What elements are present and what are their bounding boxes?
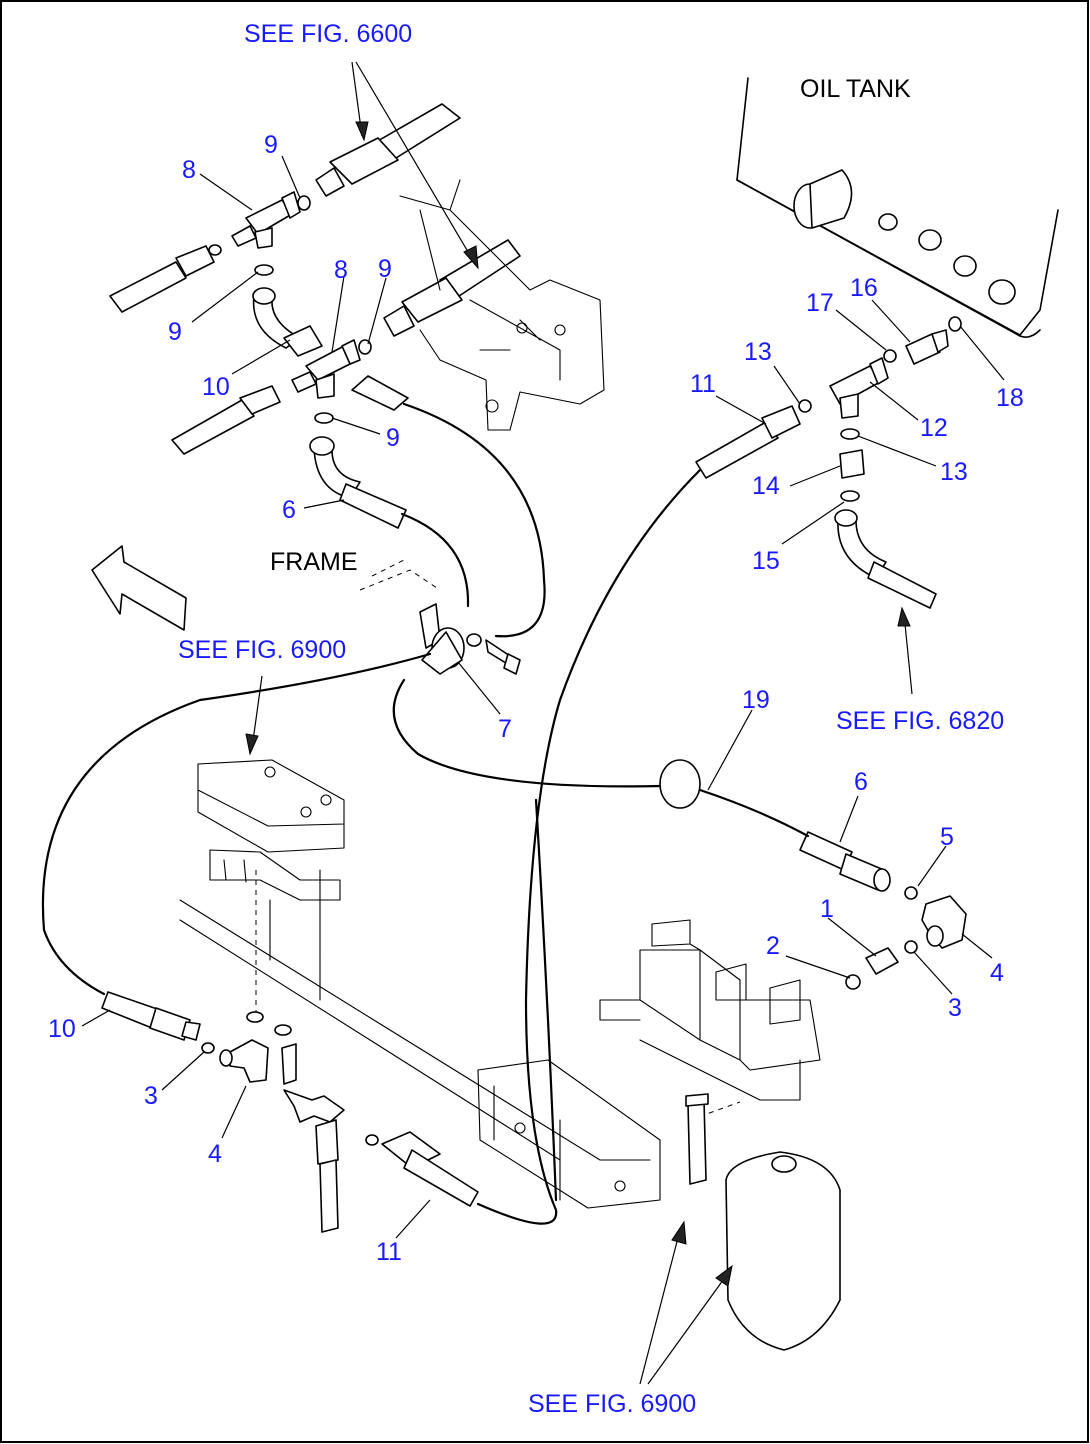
part-number-8: 8 bbox=[182, 156, 196, 184]
part-number-13: 13 bbox=[744, 338, 772, 366]
part-number-10: 10 bbox=[48, 1015, 76, 1043]
part-number-4: 4 bbox=[990, 959, 1004, 987]
part-number-11: 11 bbox=[690, 370, 716, 398]
part-number-19: 19 bbox=[742, 686, 770, 714]
right-upper-fittings bbox=[695, 316, 962, 609]
frame-clamp bbox=[359, 559, 521, 675]
part-number-9: 9 bbox=[168, 318, 182, 346]
part-number-9: 9 bbox=[386, 424, 400, 452]
right-lower-assembly bbox=[599, 759, 967, 1351]
part-number-18: 18 bbox=[996, 384, 1024, 412]
part-number-14: 14 bbox=[752, 472, 780, 500]
frame-label: FRAME bbox=[270, 548, 358, 576]
see-fig-6820-label: SEE FIG. 6820 bbox=[836, 707, 1004, 735]
part-number-11: 11 bbox=[376, 1238, 402, 1266]
part-number-1: 1 bbox=[820, 895, 834, 923]
left-block-assembly bbox=[91, 545, 661, 1233]
reference-arrows bbox=[245, 61, 913, 1385]
part-number-17: 17 bbox=[806, 289, 834, 317]
oil-tank-label: OIL TANK bbox=[800, 75, 911, 103]
part-number-16: 16 bbox=[850, 274, 878, 302]
see-fig-6600-label: SEE FIG. 6600 bbox=[244, 20, 412, 48]
part-number-10: 10 bbox=[202, 373, 230, 401]
hose-lines bbox=[41, 402, 810, 1225]
part-number-9: 9 bbox=[264, 131, 278, 159]
part-number-2: 2 bbox=[766, 932, 780, 960]
part-number-6: 6 bbox=[282, 496, 296, 524]
part-number-3: 3 bbox=[948, 994, 962, 1022]
part-number-6: 6 bbox=[854, 768, 868, 796]
part-number-7: 7 bbox=[498, 715, 512, 743]
part-number-13: 13 bbox=[940, 458, 968, 486]
oil-tank bbox=[736, 77, 1059, 338]
see-fig-6900-upper-label: SEE FIG. 6900 bbox=[178, 636, 346, 664]
see-fig-6900-lower-label: SEE FIG. 6900 bbox=[528, 1390, 696, 1418]
part-number-5: 5 bbox=[940, 823, 954, 851]
upper-valve-assembly bbox=[109, 103, 605, 529]
callout-leaders bbox=[81, 155, 1005, 1239]
part-number-12: 12 bbox=[920, 414, 948, 442]
part-number-15: 15 bbox=[752, 547, 780, 575]
part-number-3: 3 bbox=[144, 1082, 158, 1110]
part-number-8: 8 bbox=[334, 256, 348, 284]
part-number-4: 4 bbox=[208, 1140, 222, 1168]
part-number-9: 9 bbox=[378, 255, 392, 283]
